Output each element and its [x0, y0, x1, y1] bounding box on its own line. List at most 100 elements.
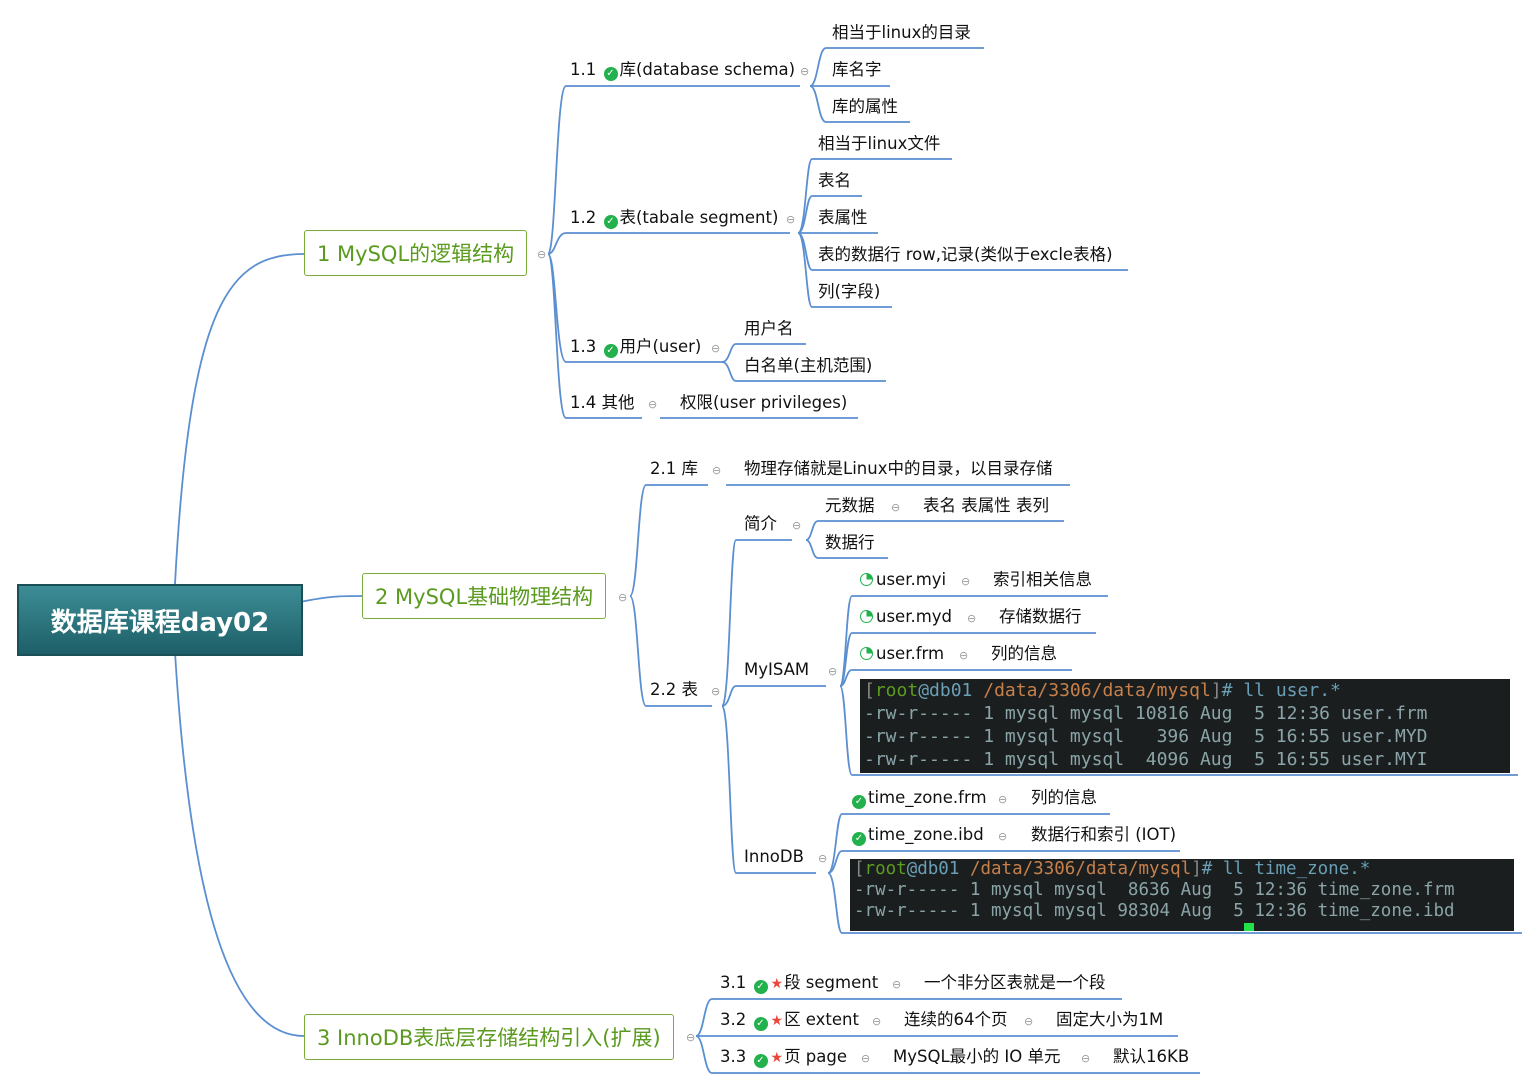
- topic-number: 3.3: [720, 1047, 747, 1066]
- topic-3-1-1[interactable]: 一个非分区表就是一个段: [924, 973, 1106, 992]
- prompt-host: @db01: [918, 680, 973, 701]
- topic-1-4[interactable]: 1.4 其他: [570, 393, 635, 412]
- collapse-icon[interactable]: ⊖: [800, 65, 810, 78]
- topic-3-1[interactable]: 3.1 ✓★段 segment: [720, 973, 878, 994]
- topic-label: 库(database schema): [619, 60, 796, 79]
- topic-1-2-2[interactable]: 表名: [818, 171, 851, 190]
- topic-2-2[interactable]: 2.2 表: [650, 680, 698, 699]
- topic-user-frm-detail[interactable]: 列的信息: [991, 644, 1057, 663]
- topic-3-2[interactable]: 3.2 ✓★区 extent: [720, 1010, 859, 1031]
- collapse-icon[interactable]: ⊖: [648, 398, 658, 411]
- collapse-icon[interactable]: ⊖: [537, 248, 547, 261]
- progress-quarter-icon: [860, 573, 873, 586]
- topic-label: 段 segment: [784, 973, 879, 992]
- topic-3-2-2[interactable]: 固定大小为1M: [1056, 1010, 1164, 1029]
- check-icon: ✓: [753, 1054, 768, 1068]
- cursor-block: [1244, 923, 1254, 931]
- collapse-icon[interactable]: ⊖: [861, 1052, 871, 1065]
- collapse-icon[interactable]: ⊖: [792, 519, 802, 532]
- collapse-icon[interactable]: ⊖: [711, 342, 721, 355]
- topic-user-myi[interactable]: user.myi: [860, 570, 946, 590]
- collapse-icon[interactable]: ⊖: [892, 978, 902, 991]
- terminal-line: -rw-r----- 1 mysql mysql 98304 Aug 5 12:…: [854, 901, 1455, 921]
- collapse-icon[interactable]: ⊖: [959, 649, 969, 662]
- check-icon: ✓: [753, 980, 768, 994]
- branch-title: 1 MySQL的逻辑结构: [317, 242, 515, 266]
- topic-1-1-1[interactable]: 相当于linux的目录: [832, 23, 971, 42]
- progress-quarter-icon: [860, 610, 873, 623]
- topic-label: user.frm: [876, 644, 945, 663]
- topic-label: 表(tabale segment): [619, 208, 779, 227]
- topic-time-zone-frm-detail[interactable]: 列的信息: [1031, 788, 1097, 807]
- branch-innodb-storage[interactable]: 3 InnoDB表底层存储结构引入(扩展): [304, 1014, 674, 1060]
- topic-time-zone-frm[interactable]: ✓time_zone.frm: [850, 788, 987, 809]
- topic-1-1-2[interactable]: 库名字: [832, 60, 882, 79]
- topic-3-2-1[interactable]: 连续的64个页: [904, 1010, 1008, 1029]
- collapse-icon[interactable]: ⊖: [828, 665, 838, 678]
- topic-innodb[interactable]: InnoDB: [744, 847, 804, 866]
- check-icon: ✓: [852, 795, 866, 809]
- topic-user-myd[interactable]: user.myd: [860, 607, 952, 627]
- topic-1-2-3[interactable]: 表属性: [818, 208, 868, 227]
- topic-number: 3.2: [720, 1010, 747, 1029]
- topic-myisam[interactable]: MyISAM: [744, 660, 810, 679]
- topic-number: 3.1: [720, 973, 747, 992]
- root-topic[interactable]: 数据库课程day02: [17, 584, 303, 656]
- collapse-icon[interactable]: ⊖: [961, 575, 971, 588]
- topic-intro[interactable]: 简介: [744, 514, 777, 533]
- collapse-icon[interactable]: ⊖: [712, 464, 722, 477]
- topic-1-2[interactable]: 1.2 ✓表(tabale segment): [570, 208, 778, 229]
- progress-quarter-icon: [860, 647, 873, 660]
- topic-1-3-2[interactable]: 白名单(主机范围): [744, 356, 873, 375]
- topic-time-zone-ibd[interactable]: ✓time_zone.ibd: [850, 825, 984, 846]
- topic-label: 页 page: [784, 1047, 848, 1066]
- topic-1-2-1[interactable]: 相当于linux文件: [818, 134, 941, 153]
- topic-1-1-3[interactable]: 库的属性: [832, 97, 898, 116]
- topic-1-4-1[interactable]: 权限(user privileges): [680, 393, 848, 412]
- prompt-user: root: [874, 680, 919, 701]
- collapse-icon[interactable]: ⊖: [872, 1015, 882, 1028]
- topic-3-3[interactable]: 3.3 ✓★页 page: [720, 1047, 847, 1068]
- topic-metadata[interactable]: 元数据: [825, 496, 875, 515]
- collapse-icon[interactable]: ⊖: [967, 612, 977, 625]
- root-title: 数据库课程day02: [50, 607, 270, 638]
- collapse-icon[interactable]: ⊖: [686, 1031, 696, 1044]
- terminal-screenshot-myisam: [root@db01 /data/3306/data/mysql]# ll us…: [860, 679, 1510, 773]
- topic-time-zone-ibd-detail[interactable]: 数据行和索引 (IOT): [1031, 825, 1177, 844]
- collapse-icon[interactable]: ⊖: [998, 793, 1008, 806]
- star-icon: ★: [770, 976, 784, 992]
- topic-1-1[interactable]: 1.1 ✓库(database schema): [570, 60, 795, 81]
- topic-1-2-4[interactable]: 表的数据行 row,记录(类似于excle表格): [818, 245, 1113, 264]
- collapse-icon[interactable]: ⊖: [1081, 1052, 1091, 1065]
- collapse-icon[interactable]: ⊖: [711, 685, 721, 698]
- topic-user-frm[interactable]: user.frm: [860, 644, 944, 664]
- branch-title: 2 MySQL基础物理结构: [375, 585, 594, 609]
- collapse-icon[interactable]: ⊖: [1024, 1015, 1034, 1028]
- collapse-icon[interactable]: ⊖: [998, 830, 1008, 843]
- terminal-line: -rw-r----- 1 mysql mysql 10816 Aug 5 12:…: [864, 703, 1428, 724]
- topic-1-3[interactable]: 1.3 ✓用户(user): [570, 337, 701, 358]
- topic-2-1-1[interactable]: 物理存储就是Linux中的目录，以目录存储: [744, 459, 1053, 478]
- topic-3-3-1[interactable]: MySQL最小的 IO 单元: [893, 1047, 1061, 1066]
- topic-3-3-2[interactable]: 默认16KB: [1113, 1047, 1190, 1066]
- topic-data-rows[interactable]: 数据行: [825, 533, 875, 552]
- collapse-icon[interactable]: ⊖: [891, 501, 901, 514]
- topic-user-myi-detail[interactable]: 索引相关信息: [993, 570, 1092, 589]
- prompt-command: # ll user.*: [1221, 680, 1341, 701]
- star-icon: ★: [770, 1050, 784, 1066]
- check-icon: ✓: [753, 1017, 768, 1031]
- topic-label: 区 extent: [784, 1010, 859, 1029]
- topic-1-3-1[interactable]: 用户名: [744, 319, 794, 338]
- collapse-icon[interactable]: ⊖: [618, 591, 628, 604]
- topic-1-2-5[interactable]: 列(字段): [818, 282, 881, 301]
- branch-logical-structure[interactable]: 1 MySQL的逻辑结构: [304, 230, 528, 276]
- topic-2-1[interactable]: 2.1 库: [650, 459, 698, 478]
- topic-user-myd-detail[interactable]: 存储数据行: [999, 607, 1082, 626]
- collapse-icon[interactable]: ⊖: [786, 213, 796, 226]
- collapse-icon[interactable]: ⊖: [818, 852, 828, 865]
- topic-label: time_zone.frm: [868, 788, 987, 807]
- branch-physical-structure[interactable]: 2 MySQL基础物理结构: [362, 573, 607, 619]
- branch-title: 3 InnoDB表底层存储结构引入(扩展): [317, 1026, 661, 1050]
- topic-metadata-detail[interactable]: 表名 表属性 表列: [923, 496, 1049, 515]
